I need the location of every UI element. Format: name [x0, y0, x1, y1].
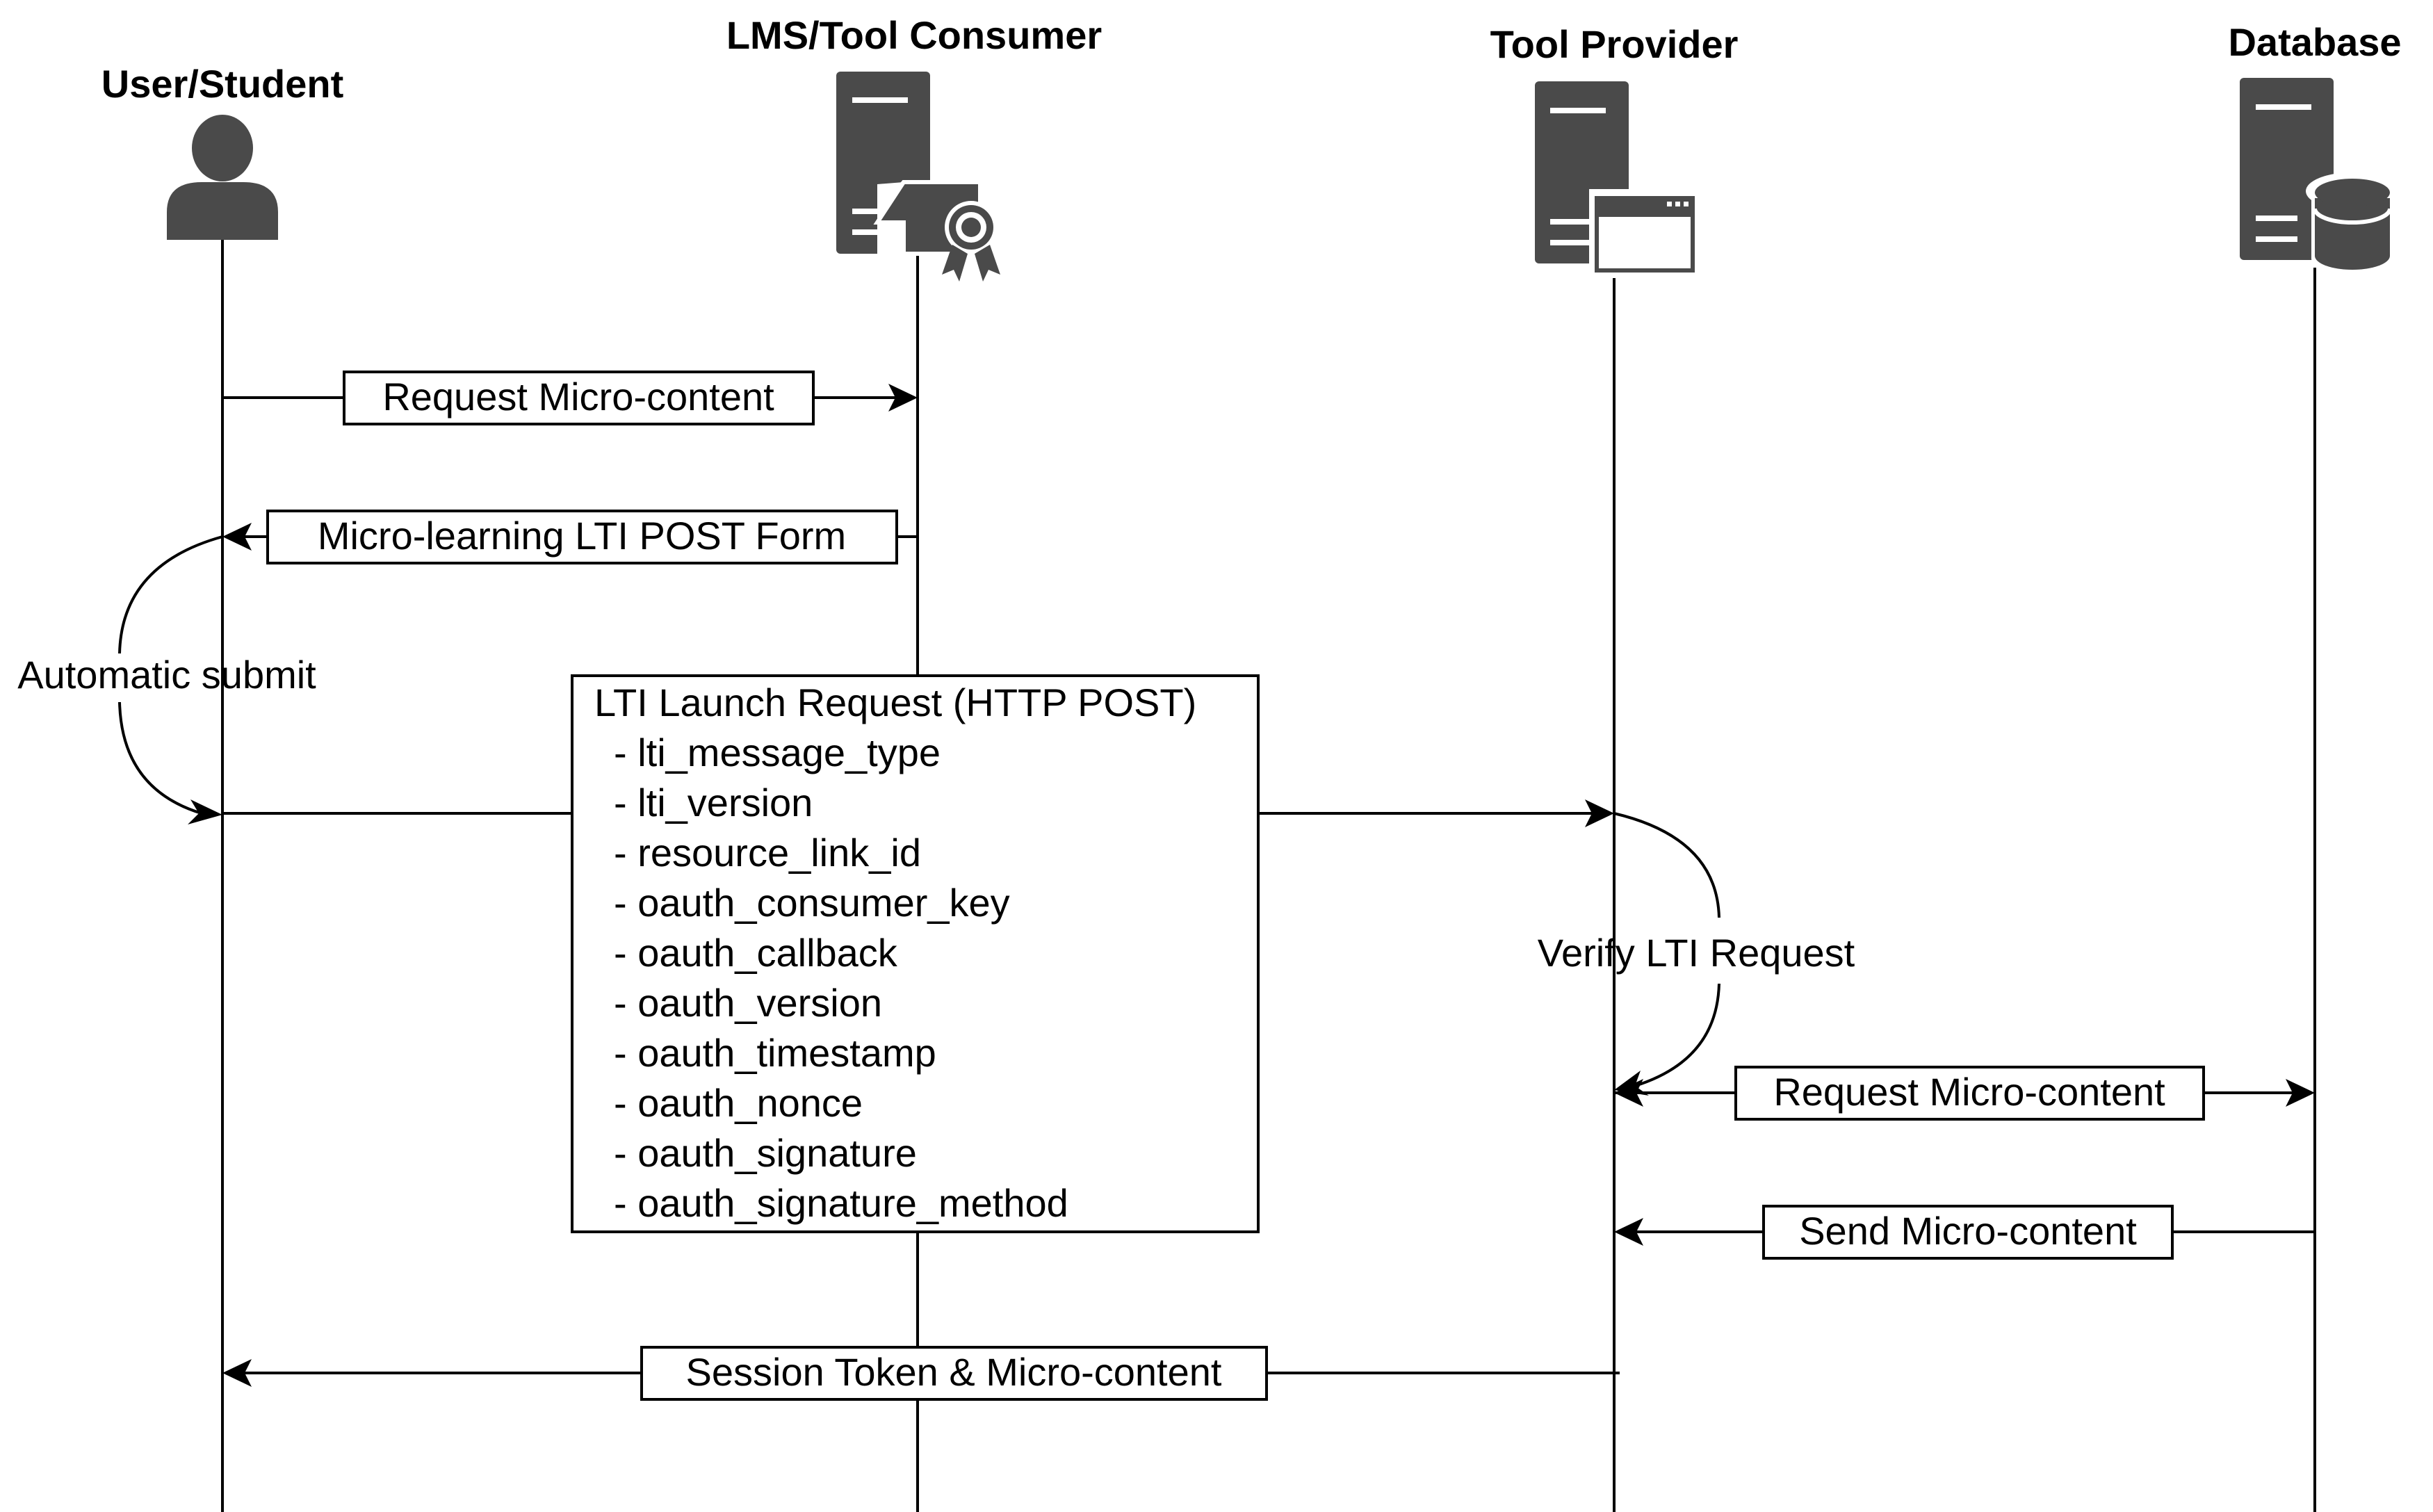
arrowhead: [1614, 1218, 1643, 1246]
actor-title-database: Database: [2228, 20, 2401, 64]
actor-title-provider: Tool Provider: [1490, 22, 1739, 66]
self-note-label: Automatic submit: [17, 653, 316, 697]
launch-param: - lti_message_type: [614, 731, 941, 774]
message-lti-post-form: Micro-learning LTI POST Form: [222, 510, 918, 564]
arrowhead: [1614, 1079, 1643, 1107]
launch-request-title: LTI Launch Request (HTTP POST): [594, 681, 1196, 724]
arrowhead: [2286, 1079, 2315, 1107]
user-icon: [167, 115, 278, 240]
certificate-server-icon: [836, 72, 1000, 282]
arrowhead: [222, 1359, 252, 1387]
self-note-label: Verify LTI Request: [1538, 931, 1855, 975]
message-request-micro-content-2: Request Micro-content: [1614, 1066, 2315, 1121]
actor-title-lms: LMS/Tool Consumer: [726, 13, 1102, 57]
arrowhead: [222, 523, 252, 551]
web-server-icon: [1535, 81, 1700, 278]
message-label: Session Token & Micro-content: [686, 1350, 1222, 1394]
arrowhead: [888, 384, 918, 412]
launch-param: - oauth_signature: [614, 1131, 917, 1175]
actor-title-user: User/Student: [101, 62, 344, 106]
database-server-icon: [2240, 78, 2399, 274]
launch-param: - oauth_consumer_key: [614, 881, 1010, 925]
launch-param: - oauth_version: [614, 981, 882, 1025]
message-label: Send Micro-content: [1799, 1209, 2137, 1253]
launch-param: - oauth_nonce: [614, 1081, 863, 1125]
self-note-verify-lti: Verify LTI Request: [1538, 812, 1855, 1096]
arrowhead: [188, 799, 222, 824]
message-request-micro-content-1: Request Micro-content: [222, 371, 918, 425]
launch-param: - resource_link_id: [614, 831, 921, 875]
message-label: Request Micro-content: [1773, 1070, 2165, 1114]
message-label: Micro-learning LTI POST Form: [318, 514, 846, 558]
self-note-automatic-submit: Automatic submit: [17, 535, 316, 824]
message-session-token: Session Token & Micro-content: [222, 1346, 1620, 1401]
launch-param: - lti_version: [614, 781, 813, 824]
message-label: Request Micro-content: [382, 375, 774, 418]
message-lti-launch: LTI Launch Request (HTTP POST) - lti_mes…: [222, 674, 1614, 1233]
message-send-micro-content: Send Micro-content: [1614, 1205, 2315, 1260]
launch-param: - oauth_timestamp: [614, 1031, 936, 1075]
launch-param: - oauth_signature_method: [614, 1181, 1068, 1225]
arrowhead: [1585, 799, 1614, 827]
launch-param: - oauth_callback: [614, 931, 898, 975]
